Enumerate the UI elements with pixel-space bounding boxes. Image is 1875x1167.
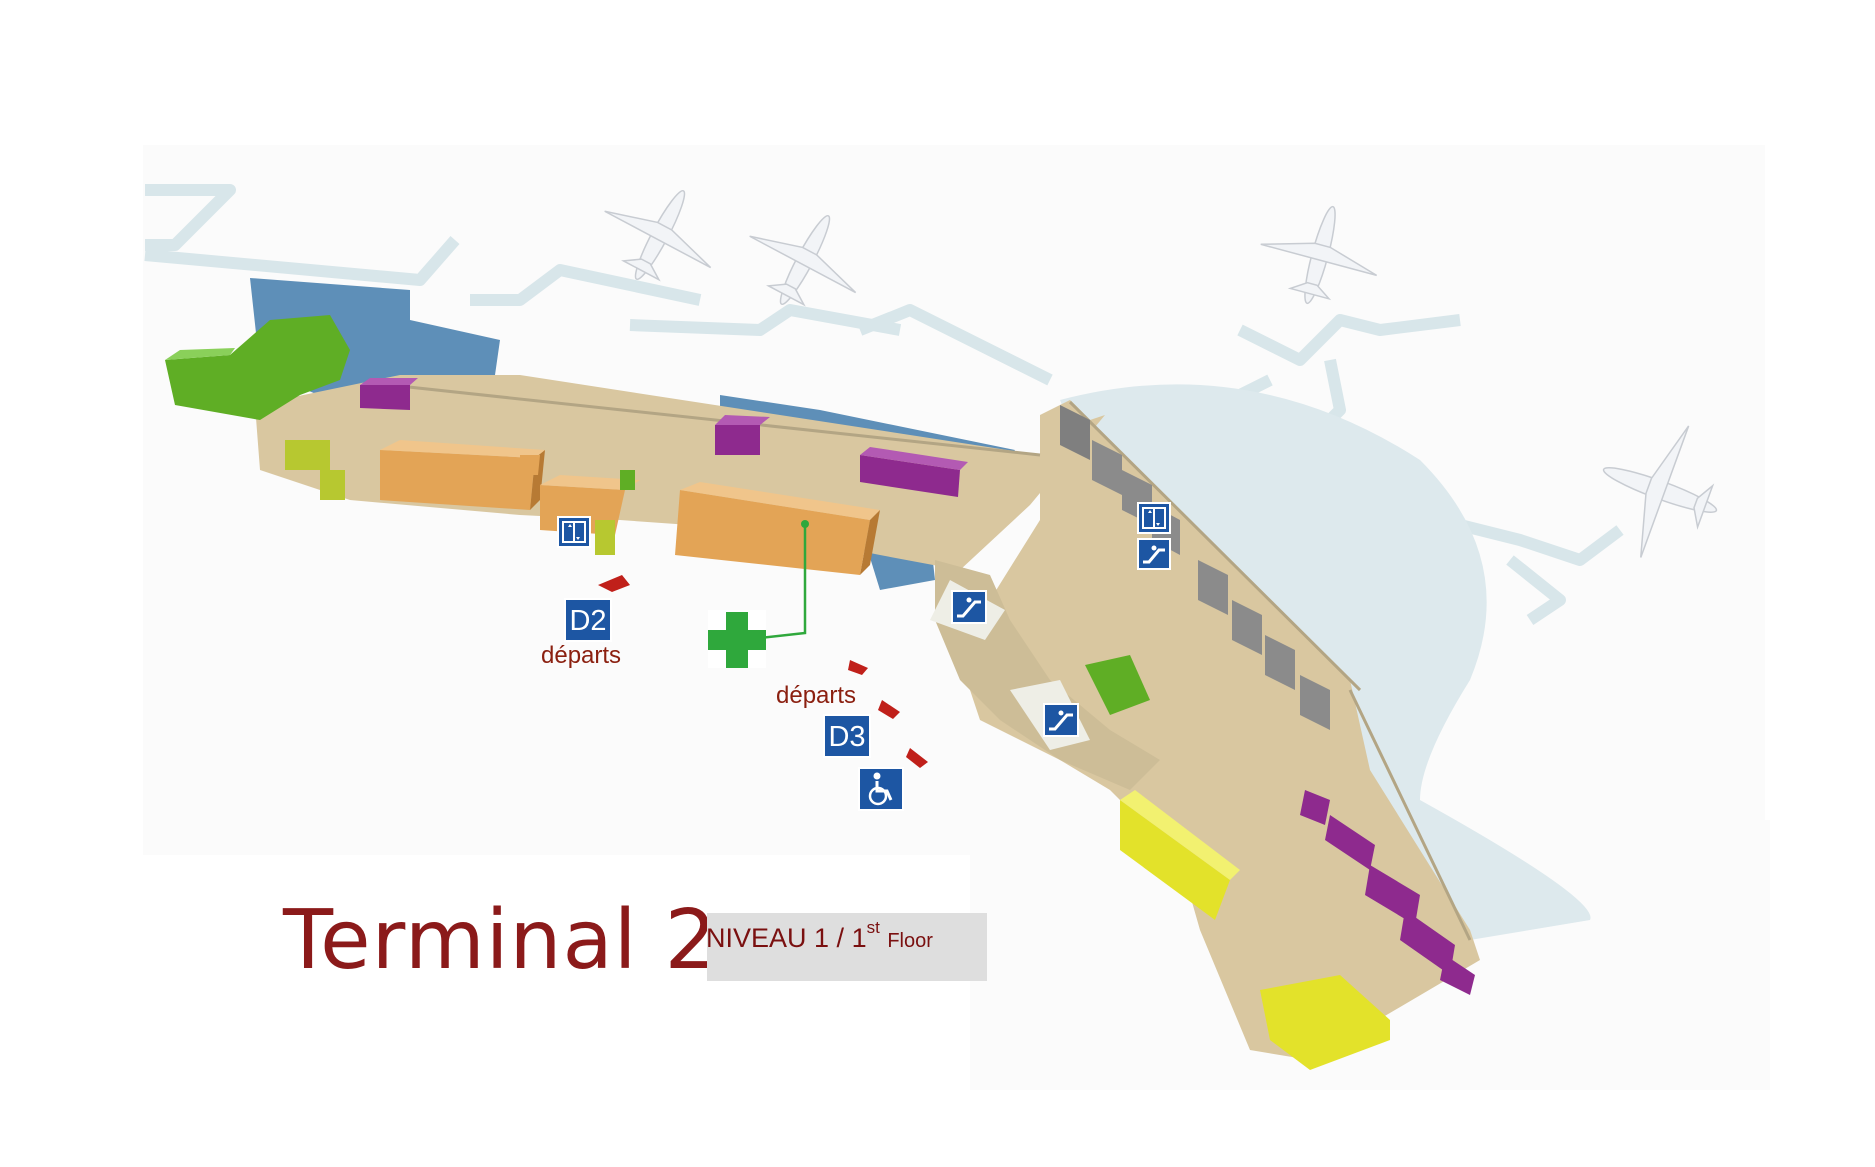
d2-arrow (598, 575, 630, 592)
d3-arrows (848, 660, 928, 768)
wheelchair-icon (858, 767, 904, 811)
concourse-east (960, 400, 1480, 1060)
elevator-icon (1137, 502, 1171, 534)
escalator-icon (1043, 703, 1079, 737)
level-label: NIVEAU 1 / 1st Floor (706, 918, 933, 954)
pharmacy-dot (801, 520, 809, 528)
pharmacy-connector (759, 524, 807, 640)
gate-d2-label: départs (541, 642, 622, 669)
gate-d3-label: départs (776, 682, 857, 709)
yellow-blocks (285, 440, 1390, 1070)
level-floor-word: Floor (887, 930, 933, 952)
level-floor-sup: st (866, 918, 880, 937)
level-badge (707, 913, 987, 981)
pharmacy-cross-icon (708, 610, 766, 668)
airplane-icon (604, 189, 1718, 558)
terminal-title: Terminal 2 (283, 893, 718, 988)
shops-purple (360, 378, 1475, 995)
facade-edges (389, 383, 1472, 941)
elevator-icon (557, 516, 591, 548)
gate-d2-badge: D2 (564, 598, 612, 642)
escalator-icon (1137, 538, 1171, 570)
gate-d3-badge: D3 (823, 714, 871, 758)
level-floor-num: 1 (851, 923, 867, 953)
escalator-icon (951, 590, 987, 624)
concourse-west (255, 375, 1105, 570)
level-niveau: NIVEAU 1 / (706, 923, 845, 953)
green-blocks (165, 315, 1150, 715)
